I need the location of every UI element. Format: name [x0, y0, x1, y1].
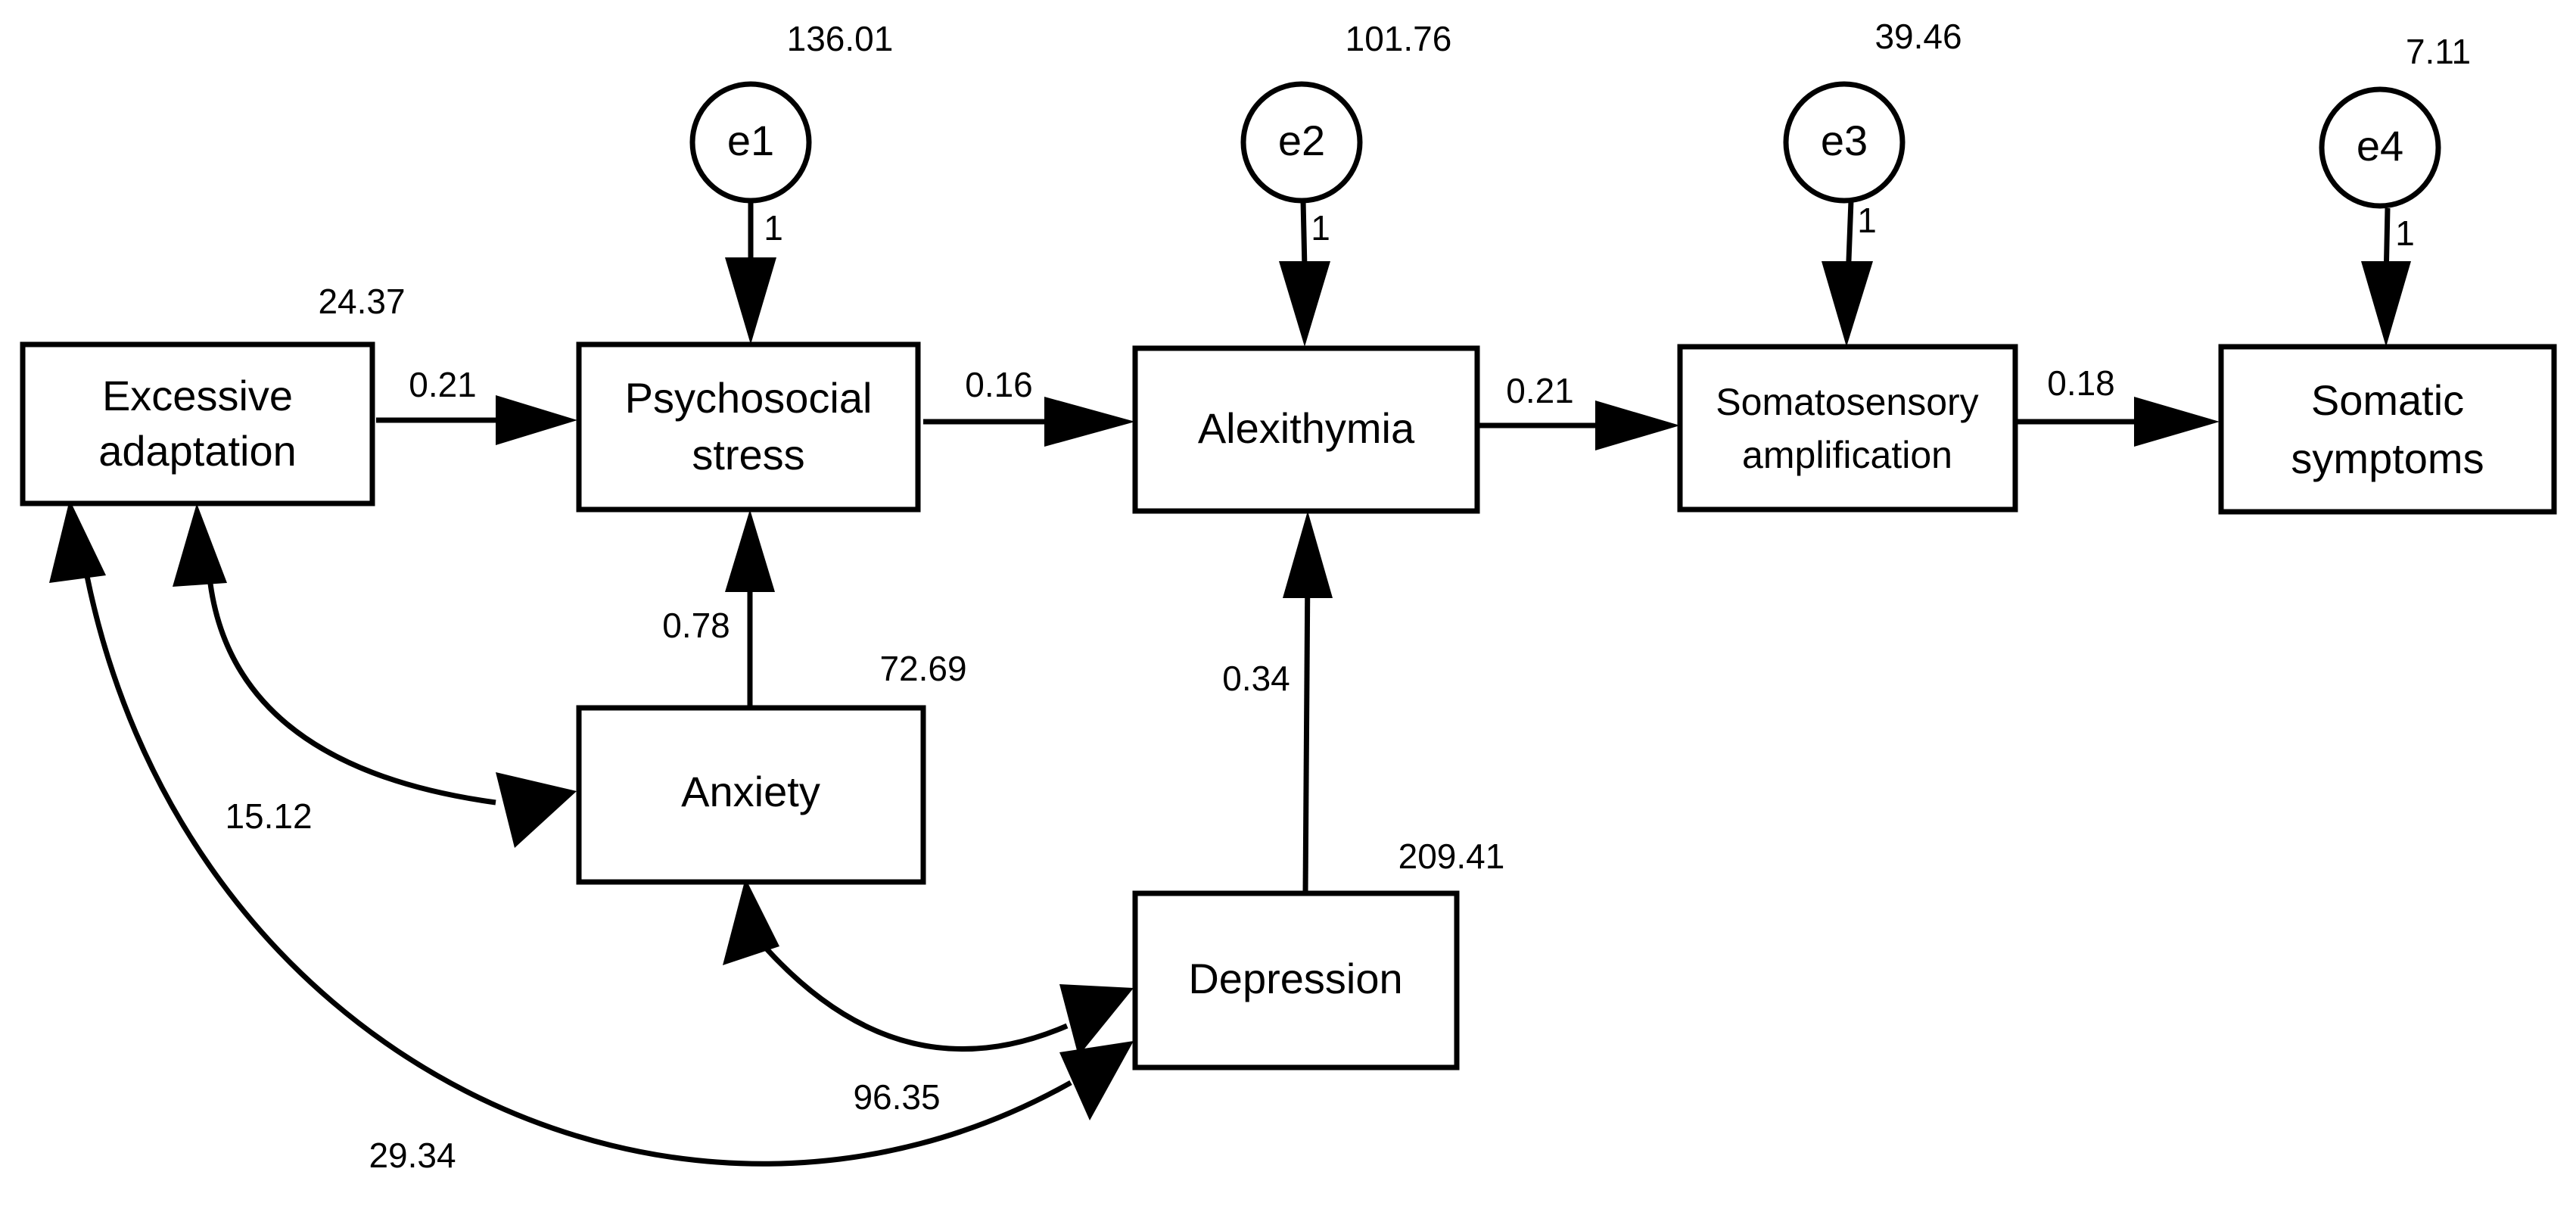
- covariance-anxiety-depression: [762, 944, 1069, 1052]
- node-excessive-adaptation: Excessive adaptation: [20, 341, 375, 506]
- path-depression-to-alexithymia: [1302, 567, 1311, 894]
- arrowhead: [1595, 400, 1680, 450]
- variance-e3: 39.46: [1874, 17, 1962, 56]
- arrowhead: [1059, 1041, 1134, 1120]
- arrowhead: [1059, 984, 1134, 1056]
- arrowhead: [2361, 261, 2411, 347]
- variance-depression: 209.41: [1398, 837, 1505, 876]
- coef-somatosensory-to-somatic: 0.18: [2047, 363, 2115, 403]
- error-label: e3: [1821, 117, 1868, 164]
- arrowhead: [1283, 511, 1333, 598]
- estimates: 136.01 101.76 39.46 7.11 1 1 1 1 24.37 0…: [225, 17, 2471, 1175]
- arrowhead: [49, 500, 106, 583]
- arrowhead: [725, 510, 775, 592]
- node-label: Excessive: [102, 372, 293, 419]
- node-depression: Depression: [1132, 890, 1460, 1070]
- error-label: e2: [1278, 117, 1325, 164]
- path-e2-to-alexithymia: [1300, 200, 1308, 270]
- error-label: e4: [2357, 122, 2403, 170]
- node-psychosocial-stress: Psychosocial stress: [576, 341, 921, 513]
- loading-e3: 1: [1857, 201, 1877, 240]
- variance-e2: 101.76: [1346, 19, 1452, 58]
- node-anxiety: Anxiety: [576, 705, 926, 885]
- node-label: amplification: [1742, 434, 1952, 476]
- node-label: Psychosocial: [625, 374, 873, 422]
- coef-depression-to-alexithymia: 0.34: [1222, 659, 1290, 698]
- coef-psychosocial-to-alexithymia: 0.16: [965, 365, 1033, 404]
- arrowhead: [723, 878, 779, 965]
- error-term-e3: e3: [1783, 81, 1906, 204]
- error-term-e1: e1: [689, 81, 812, 204]
- covariance-excessive-depression: [80, 556, 1072, 1167]
- covariance-label-excessive-anxiety: 15.12: [225, 796, 312, 836]
- arrowhead: [2134, 397, 2220, 447]
- covariance-excessive-anxiety: [205, 559, 496, 806]
- node-label: Somatic: [2311, 376, 2464, 424]
- node-somatic-symptoms: Somatic symptoms: [2218, 344, 2557, 515]
- node-label: Somatosensory: [1716, 381, 1978, 423]
- error-label: e1: [727, 117, 774, 164]
- coef-alexithymia-to-somatosensory: 0.21: [1506, 371, 1574, 410]
- error-term-e2: e2: [1240, 81, 1363, 204]
- variance-excessive-adaptation: 24.37: [318, 282, 405, 321]
- node-label: symptoms: [2291, 435, 2484, 482]
- variance-anxiety: 72.69: [879, 649, 966, 688]
- variance-e4: 7.11: [2406, 32, 2471, 71]
- loading-e4: 1: [2395, 213, 2415, 253]
- node-label: adaptation: [98, 427, 297, 475]
- covariance-label-excessive-depression: 29.34: [369, 1136, 456, 1175]
- arrowhead: [1822, 261, 1873, 347]
- arrowhead: [173, 503, 227, 587]
- arrowhead: [1279, 261, 1330, 347]
- node-label: Alexithymia: [1198, 404, 1415, 452]
- loading-e2: 1: [1311, 208, 1330, 248]
- error-term-e4: e4: [2319, 86, 2441, 209]
- node-label: Depression: [1188, 955, 1402, 1002]
- arrowhead: [725, 257, 776, 344]
- arrowhead: [496, 772, 577, 848]
- node-somatosensory-amplification: Somatosensory amplification: [1677, 344, 2018, 513]
- covariance-label-anxiety-depression: 96.35: [853, 1077, 940, 1117]
- node-label: stress: [692, 431, 804, 478]
- coef-anxiety-to-psychosocial: 0.78: [662, 606, 730, 645]
- arrowheads: [49, 257, 2411, 1120]
- coef-excessive-to-psychosocial: 0.21: [409, 365, 477, 404]
- covariances: [80, 556, 1072, 1167]
- node-label: Anxiety: [681, 768, 820, 815]
- node-alexithymia: Alexithymia: [1132, 345, 1480, 514]
- loading-e1: 1: [764, 208, 783, 248]
- arrowhead: [496, 395, 577, 445]
- variance-e1: 136.01: [787, 19, 894, 58]
- arrowhead: [1044, 397, 1135, 447]
